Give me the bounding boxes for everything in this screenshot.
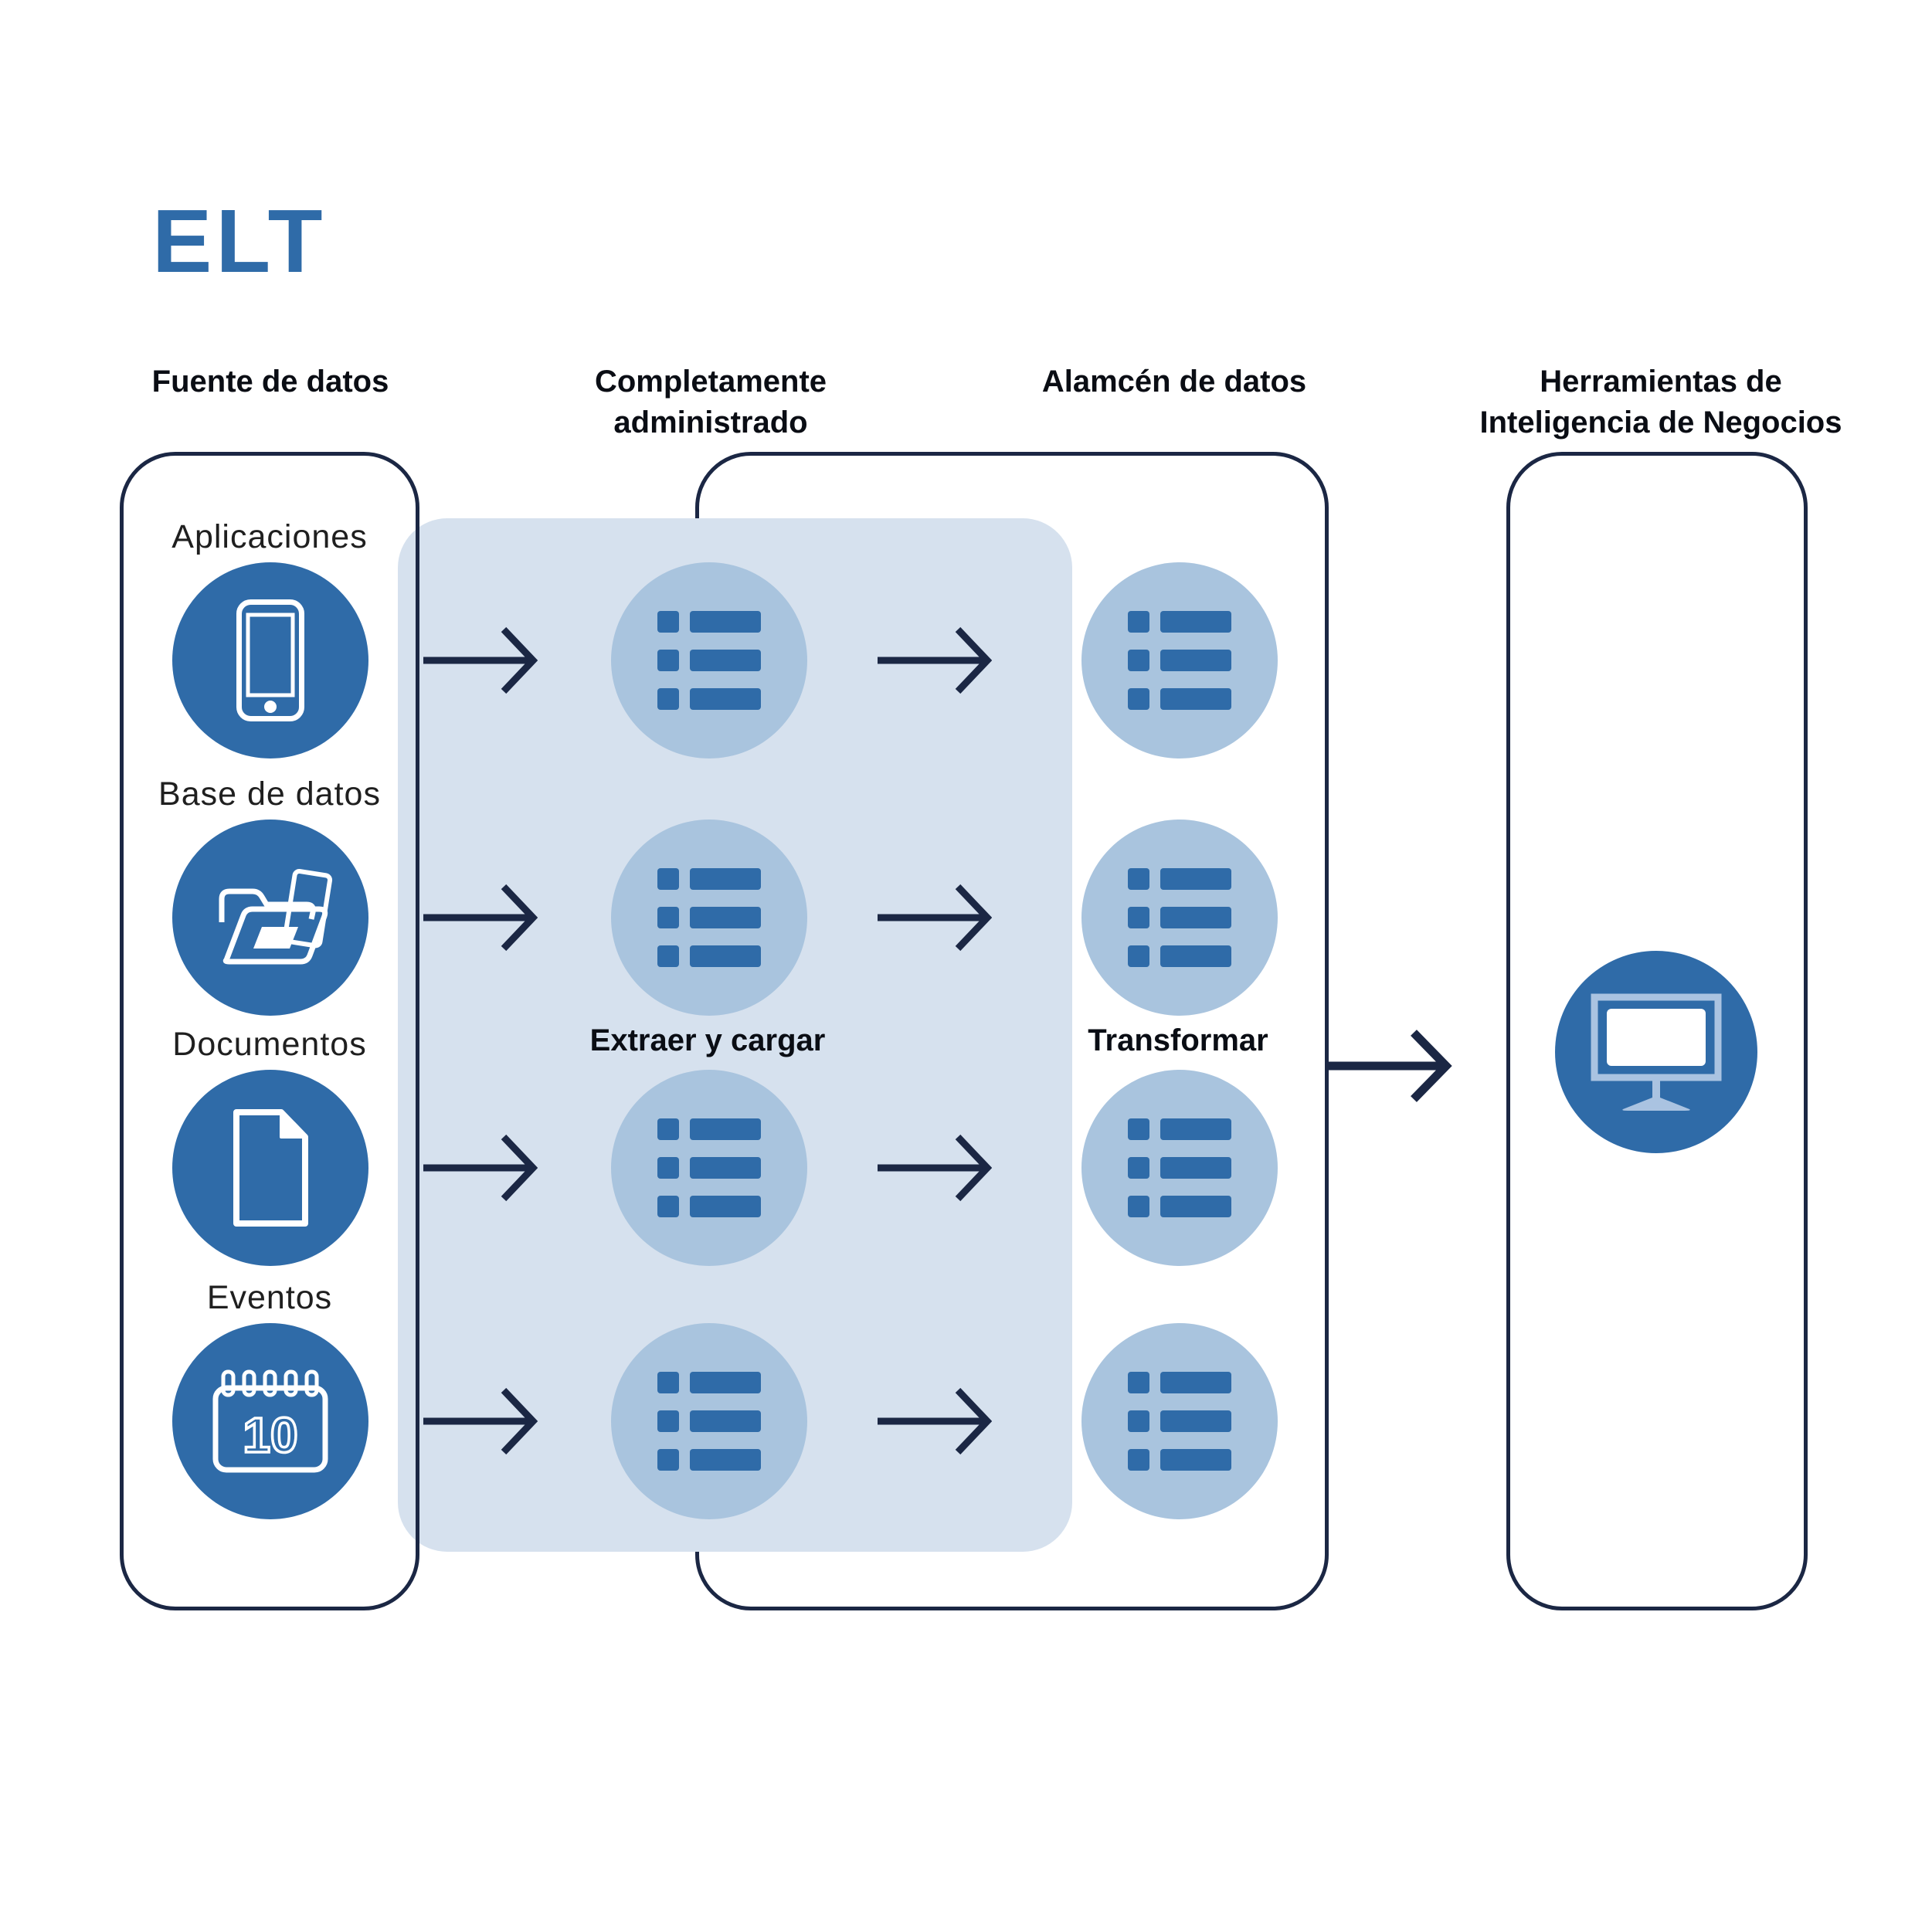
smartphone-icon bbox=[236, 599, 304, 721]
warehouse-dataset-circle bbox=[1081, 1323, 1278, 1519]
header-line: Fuente de datos bbox=[151, 365, 389, 399]
arrow-right-icon bbox=[423, 1387, 538, 1455]
list-icon bbox=[1128, 611, 1231, 710]
warehouse-dataset-circle bbox=[1081, 820, 1278, 1016]
arrow-right-icon bbox=[423, 1134, 538, 1202]
list-icon bbox=[657, 611, 761, 710]
list-icon bbox=[1128, 1372, 1231, 1471]
arrow-right-icon bbox=[878, 1387, 992, 1455]
warehouse-dataset-circle bbox=[1081, 1070, 1278, 1266]
header-fuente-de-datos: Fuente de datos bbox=[100, 361, 440, 402]
source-circle-eventos: 10 bbox=[172, 1323, 368, 1519]
header-completamente-administrado: Completamente administrado bbox=[533, 361, 888, 443]
list-icon bbox=[657, 868, 761, 967]
header-line: Alamcén de datos bbox=[1041, 365, 1307, 399]
arrow-right-icon bbox=[878, 884, 992, 952]
source-label-aplicaciones: Aplicaciones bbox=[171, 518, 368, 555]
monitor-icon bbox=[1591, 993, 1722, 1111]
staged-dataset-circle bbox=[611, 820, 807, 1016]
source-circle-base-de-datos bbox=[172, 820, 368, 1016]
source-circle-documentos bbox=[172, 1070, 368, 1266]
folder-icon bbox=[219, 868, 332, 964]
calendar-icon: 10 bbox=[212, 1369, 328, 1472]
header-herramientas-bi: Herramientas de Inteligencia de Negocios bbox=[1437, 361, 1885, 443]
list-icon bbox=[1128, 1118, 1231, 1217]
arrow-right-icon bbox=[423, 884, 538, 952]
header-line: Herramientas de bbox=[1540, 365, 1782, 399]
list-icon bbox=[657, 1372, 761, 1471]
header-line: Inteligencia de Negocios bbox=[1479, 406, 1842, 439]
stage-label-extract-load: Extraer y cargar bbox=[589, 1023, 826, 1057]
list-icon bbox=[657, 1118, 761, 1217]
source-label-base-de-datos: Base de datos bbox=[158, 775, 381, 813]
sources-card bbox=[120, 452, 419, 1610]
arrow-right-icon bbox=[878, 1134, 992, 1202]
header-line: administrado bbox=[613, 406, 808, 439]
list-icon bbox=[1128, 868, 1231, 967]
bi-tool-circle bbox=[1555, 951, 1757, 1153]
header-line: Completamente bbox=[594, 365, 827, 399]
staged-dataset-circle bbox=[611, 562, 807, 758]
page-title: ELT bbox=[152, 191, 327, 291]
warehouse-dataset-circle bbox=[1081, 562, 1278, 758]
source-circle-aplicaciones bbox=[172, 562, 368, 758]
stage-label-transform: Transformar bbox=[1088, 1023, 1268, 1057]
staged-dataset-circle bbox=[611, 1323, 807, 1519]
calendar-number: 10 bbox=[243, 1407, 297, 1463]
arrow-right-icon bbox=[878, 626, 992, 694]
source-label-documentos: Documentos bbox=[172, 1026, 367, 1063]
staged-dataset-circle bbox=[611, 1070, 807, 1266]
bi-tools-card bbox=[1506, 452, 1808, 1610]
arrow-right-icon bbox=[423, 626, 538, 694]
document-icon bbox=[233, 1109, 308, 1227]
source-label-eventos: Eventos bbox=[206, 1279, 333, 1316]
arrow-right-icon bbox=[1327, 1030, 1452, 1102]
header-almacen-de-datos: Alamcén de datos bbox=[1000, 361, 1348, 402]
